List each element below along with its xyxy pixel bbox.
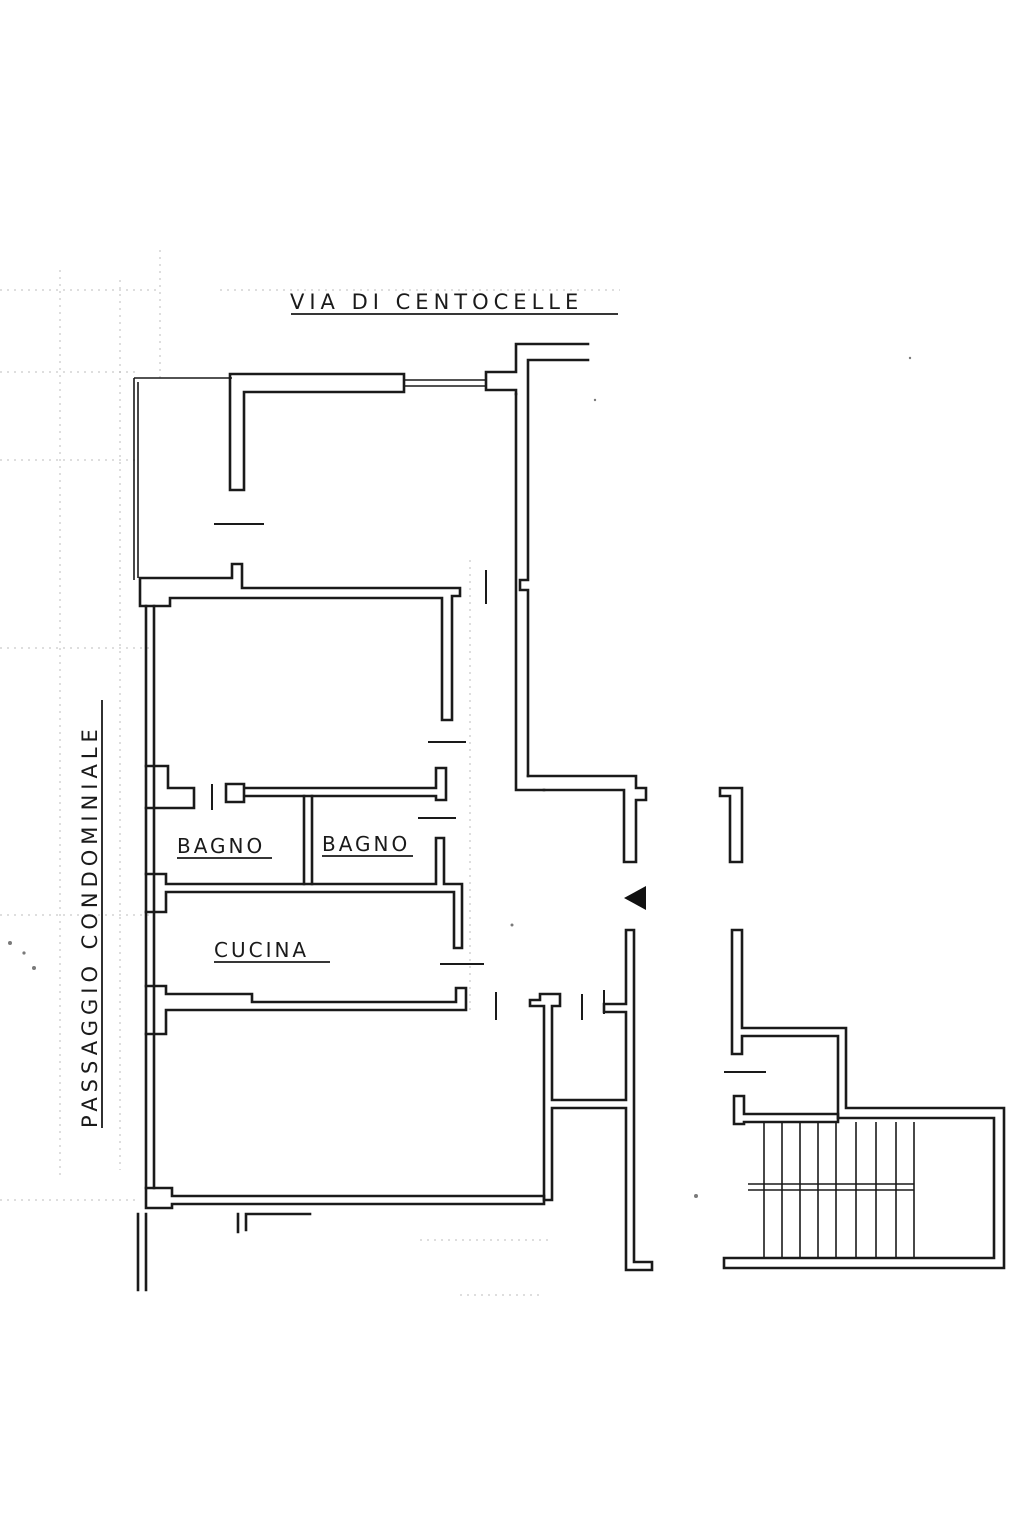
wall-south-stub — [136, 1212, 312, 1292]
entrance-arrow-icon — [624, 886, 646, 910]
wall-east-corridor-outer — [514, 358, 590, 792]
wall-stair-west — [722, 928, 1006, 1270]
wall-room1-bottom — [138, 562, 462, 722]
passage-label: PASSAGGIO CONDOMINIALE — [78, 724, 102, 1128]
wall-bagno-top — [144, 764, 448, 810]
street-label: VIA DI CENTOCELLE — [290, 290, 583, 314]
wall-east-corridor-step — [526, 774, 648, 864]
wall-north-room-a — [228, 372, 406, 492]
room-label-bagno-1: BAGNO — [177, 834, 265, 858]
walls — [133, 342, 1006, 1292]
room-label-bagno-2: BAGNO — [322, 832, 410, 856]
wall-north-room-b — [484, 342, 590, 396]
stair-treads — [748, 1122, 915, 1258]
scan-texture — [0, 250, 620, 1296]
wall-stair-north — [718, 786, 744, 864]
wall-cucina-bottom — [144, 984, 468, 1036]
wall-bagno-divider — [302, 794, 314, 886]
wall-stair-landing — [732, 1094, 840, 1126]
room-label-cucina: CUCINA — [214, 938, 309, 962]
wall-balcony-outline — [133, 377, 232, 580]
wall-closet — [528, 928, 654, 1272]
wall-bagno-bottom — [144, 836, 464, 950]
scan-specks — [8, 356, 912, 1198]
wall-west — [144, 604, 156, 1190]
wall-south — [144, 1186, 546, 1210]
passage-label-group: PASSAGGIO CONDOMINIALE — [78, 724, 102, 1128]
